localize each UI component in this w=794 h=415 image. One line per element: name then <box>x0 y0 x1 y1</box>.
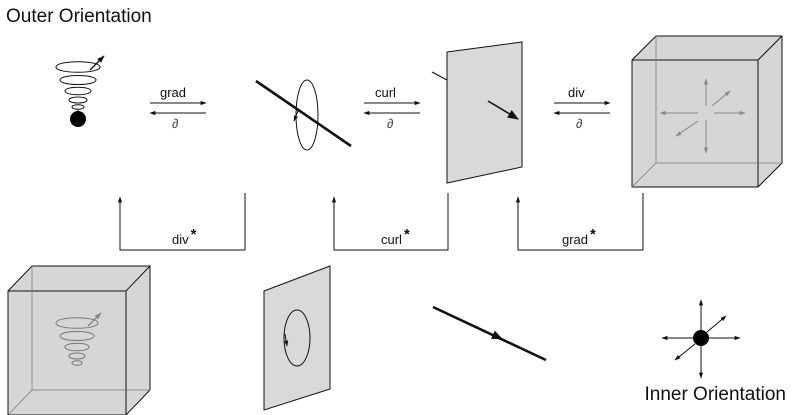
inner-point-source-icon <box>661 299 741 379</box>
grad-dual-connector: grad* <box>515 193 644 251</box>
boundary-label: ∂ <box>387 116 393 131</box>
inner-surface-circulation-icon <box>263 265 331 411</box>
inner-orientation-title: Inner Orientation <box>644 384 786 405</box>
outer-surface-flux-icon <box>431 41 523 184</box>
spiral-icon <box>55 312 102 366</box>
curl-dual-label: curl* <box>381 226 410 247</box>
inner-volume-cube-icon <box>7 265 151 415</box>
inner-directed-line-icon <box>432 305 547 362</box>
outer-point-spiral-icon <box>55 55 105 127</box>
grad-label: grad <box>160 85 186 100</box>
outer-volume-cube-icon <box>631 35 783 188</box>
div-label: div <box>568 85 585 100</box>
curl-operator-arrows: curl ∂ <box>363 85 421 131</box>
div-dual-label: div* <box>172 226 197 247</box>
boundary-label: ∂ <box>172 116 178 131</box>
divergence-arrows <box>659 78 746 154</box>
div-operator-arrows: div ∂ <box>553 85 611 131</box>
grad-dual-label: grad* <box>562 226 596 247</box>
div-dual-connector: div* <box>117 193 246 251</box>
grad-operator-arrows: grad ∂ <box>149 85 207 131</box>
outer-orientation-title: Outer Orientation <box>6 6 152 27</box>
curl-dual-connector: curl* <box>331 193 449 251</box>
curl-label: curl <box>375 85 396 100</box>
boundary-label: ∂ <box>576 116 582 131</box>
outer-line-circulation-icon <box>255 79 352 151</box>
